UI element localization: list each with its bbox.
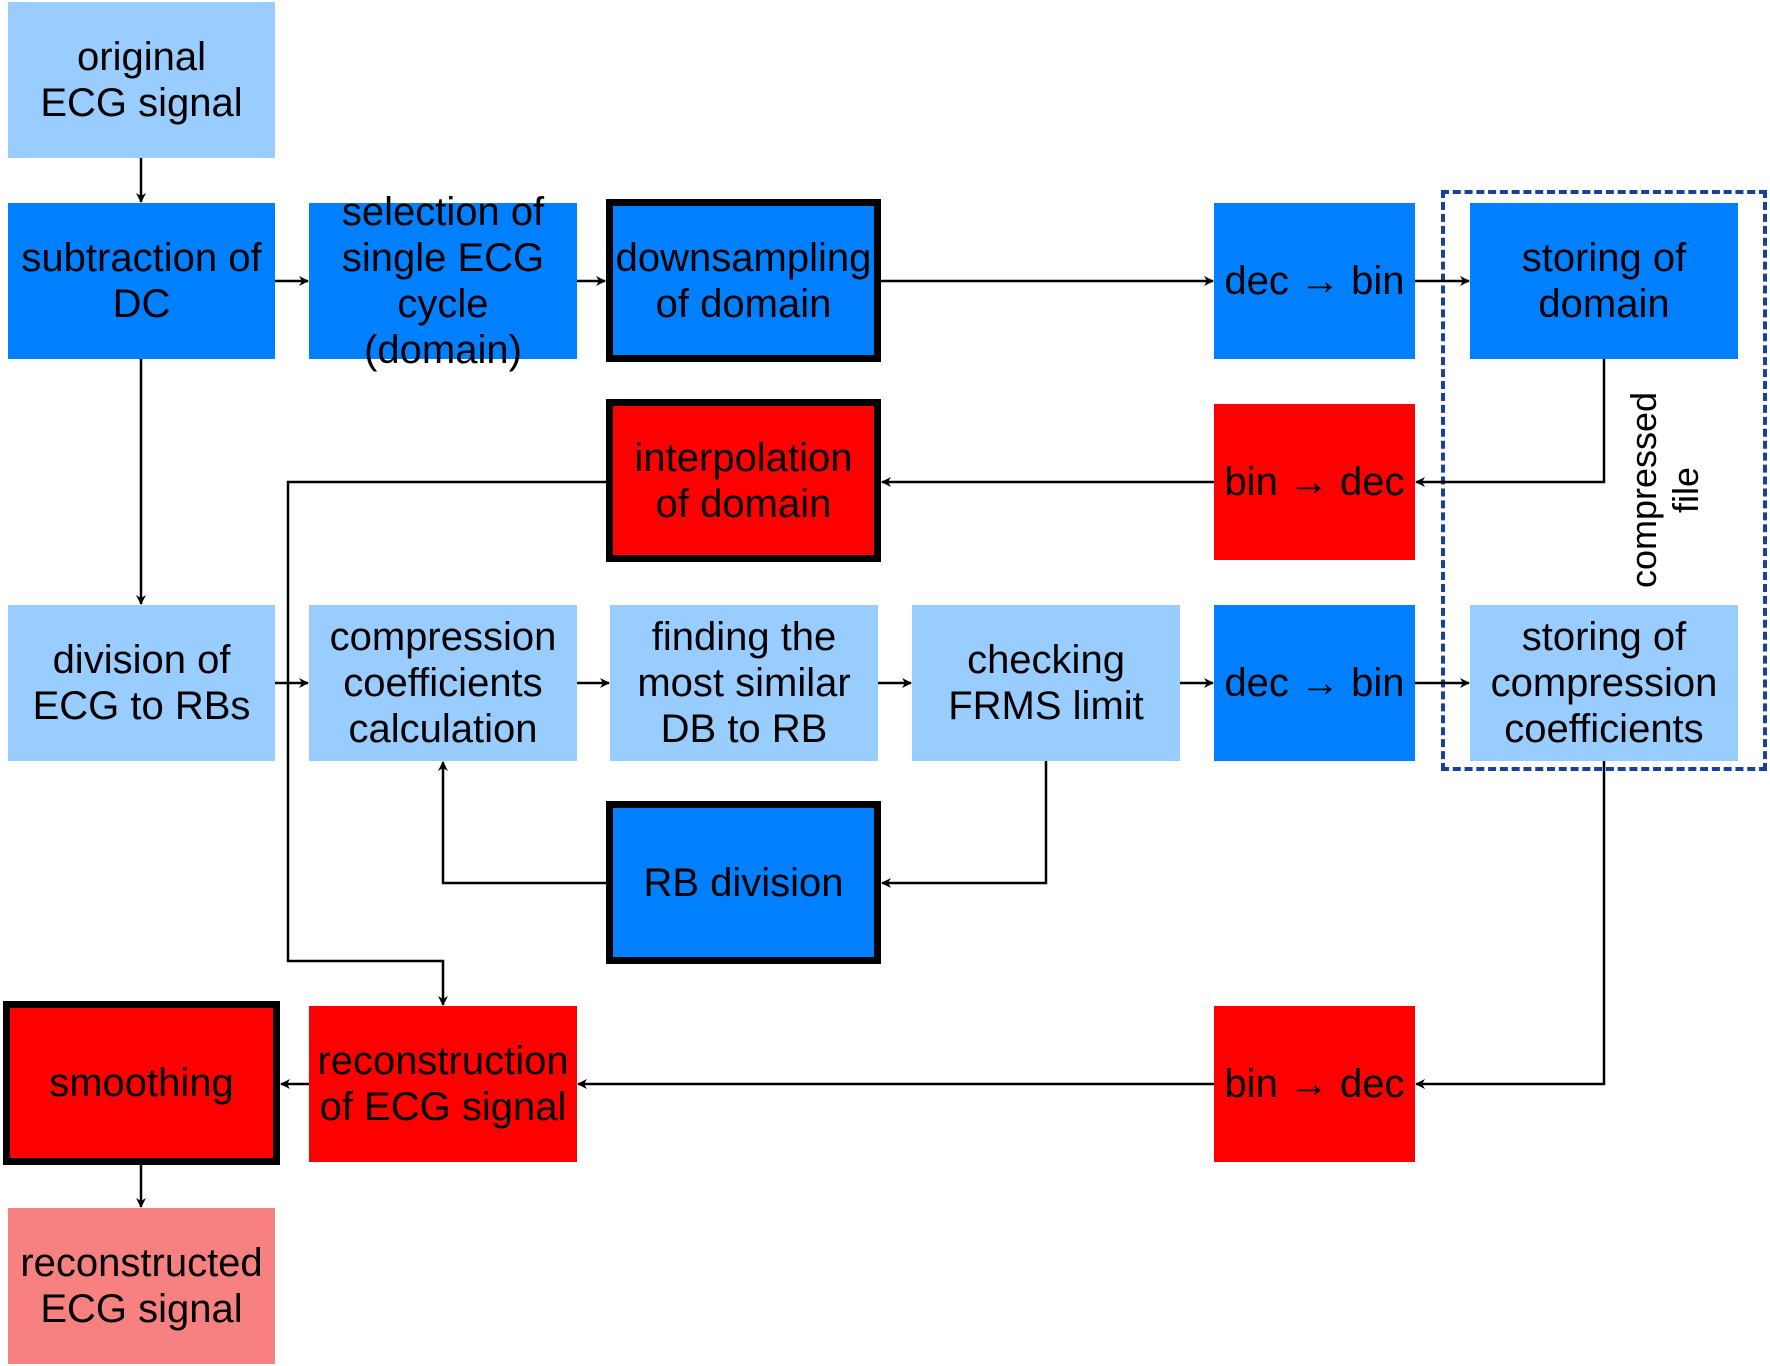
storing-domain-label: storing of domain: [1521, 236, 1687, 326]
finding-similar-label: finding the most similar DB to RB: [637, 615, 851, 751]
reconstruction-label: reconstruction of ECG signal: [317, 1039, 569, 1129]
dec-bin-top-label: dec → bin: [1224, 259, 1405, 303]
dec-bin-mid-label: dec → bin: [1224, 661, 1405, 705]
selection-of-cycle-box: selection of single ECG cycle (domain): [309, 190, 577, 372]
storing-coefficients-label: storing of compression coefficients: [1490, 615, 1718, 751]
compression-calc-box: compression coefficients calculation: [309, 605, 577, 761]
smoothing-label: smoothing: [49, 1061, 234, 1105]
finding-similar-box: finding the most similar DB to RB: [610, 605, 878, 761]
original-ecg-signal-box: original ECG signal: [8, 2, 275, 158]
rb-division-label: RB division: [643, 860, 844, 905]
compression-calc-label: compression coefficients calculation: [329, 615, 557, 751]
checking-frms-label: checking FRMS limit: [948, 638, 1144, 728]
rb-division-box: RB division: [606, 801, 881, 964]
interpolation-box: interpolation of domain: [606, 399, 881, 562]
reconstruction-box: reconstruction of ECG signal: [309, 1006, 577, 1162]
division-to-rbs-label: division of ECG to RBs: [32, 638, 251, 728]
storing-coefficients-box: storing of compression coefficients: [1470, 605, 1738, 761]
arrow-rb-division-to-compression: [438, 761, 606, 885]
dec-bin-mid-box: dec → bin: [1214, 605, 1415, 761]
arrow-storing-coeff-to-bin-dec: [1415, 761, 1606, 1089]
subtraction-of-dc-box: subtraction of DC: [8, 203, 275, 359]
subtraction-of-dc-label: subtraction of DC: [21, 236, 262, 326]
downsampling-box: downsampling of domain: [606, 199, 881, 362]
bin-dec-bottom-box: bin → dec: [1214, 1006, 1415, 1162]
downsampling-label: downsampling of domain: [615, 235, 872, 326]
bin-dec-top-box: bin → dec: [1214, 404, 1415, 560]
interpolation-label: interpolation of domain: [634, 435, 853, 526]
arrow-interpolation-to-reconstruction: [286, 480, 606, 1006]
reconstructed-ecg-signal-label: reconstructed ECG signal: [20, 1241, 263, 1331]
bin-dec-bottom-label: bin → dec: [1224, 1062, 1405, 1106]
reconstructed-ecg-signal-box: reconstructed ECG signal: [8, 1208, 275, 1364]
arrow-storing-domain-to-bin-dec: [1415, 359, 1606, 487]
storing-domain-box: storing of domain: [1470, 203, 1738, 359]
arrow-checking-to-rb-division: [881, 761, 1048, 888]
bin-dec-top-label: bin → dec: [1224, 460, 1405, 504]
smoothing-box: smoothing: [3, 1001, 280, 1165]
original-ecg-signal-label: original ECG signal: [40, 35, 243, 125]
division-to-rbs-box: division of ECG to RBs: [8, 605, 275, 761]
selection-of-cycle-label: selection of single ECG cycle (domain): [341, 190, 545, 372]
dec-bin-top-box: dec → bin: [1214, 203, 1415, 359]
checking-frms-box: checking FRMS limit: [912, 605, 1180, 761]
